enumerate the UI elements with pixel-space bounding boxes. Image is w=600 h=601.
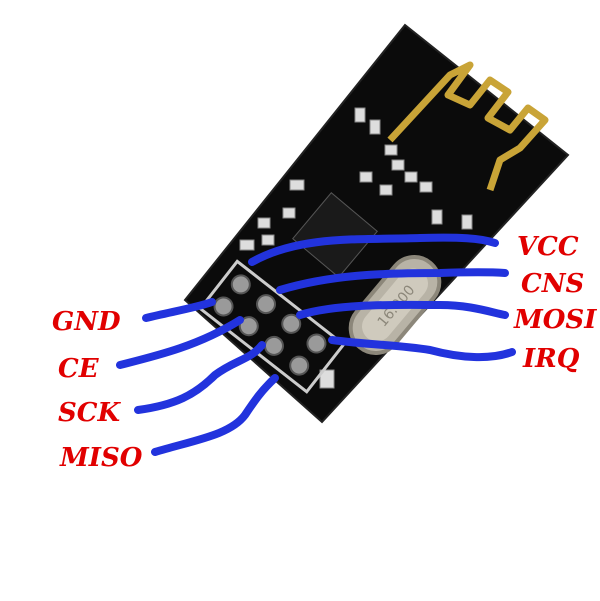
label-cns: CNS	[521, 269, 585, 299]
pin-header	[198, 259, 346, 394]
wire-gnd	[142, 298, 216, 322]
antenna-trace	[387, 61, 549, 192]
label-sck: SCK	[58, 398, 121, 428]
label-gnd: GND	[52, 307, 121, 337]
wire-cns	[276, 268, 509, 294]
wire-irq	[328, 336, 516, 362]
wire-mosi	[296, 300, 509, 319]
label-miso: MISO	[60, 443, 143, 473]
wire-vcc	[248, 233, 499, 266]
label-mosi: MOSI	[514, 305, 597, 335]
pcb-board	[183, 23, 570, 424]
smd-components	[239, 107, 473, 389]
wire-sck	[134, 341, 266, 414]
label-ce: CE	[58, 354, 99, 384]
wires	[116, 233, 516, 456]
label-irq: IRQ	[523, 344, 580, 374]
label-vcc: VCC	[517, 232, 579, 262]
wire-ce	[116, 316, 244, 369]
wire-miso	[151, 374, 279, 456]
rf-chip	[292, 192, 378, 278]
